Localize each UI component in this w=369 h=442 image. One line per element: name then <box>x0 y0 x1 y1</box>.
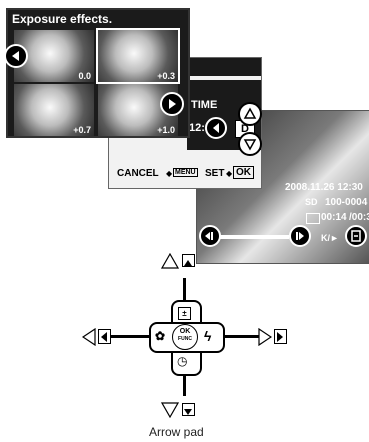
forward-icon <box>291 227 309 245</box>
menu-button[interactable] <box>345 225 367 247</box>
arrow-pad-diagram: ± ✿ ϟ ◷ OK FUNC <box>80 252 290 422</box>
thumb-value: +0.3 <box>157 71 175 81</box>
left-triangle-icon <box>82 328 96 346</box>
thumb-2[interactable]: +0.3 <box>98 30 178 82</box>
up-button[interactable] <box>238 102 262 126</box>
cancel-label: CANCEL <box>117 168 159 179</box>
exposure-title: Exposure effects. <box>12 12 112 26</box>
exposure-comp-icon: ± <box>178 307 191 320</box>
down-triangle-icon <box>240 134 260 154</box>
arrow-pad-caption: Arrow pad <box>149 425 204 439</box>
camera-icon <box>306 213 320 224</box>
left-key[interactable] <box>98 329 111 344</box>
right-triangle-icon <box>258 328 272 346</box>
forward-button[interactable] <box>289 225 311 247</box>
macro-icon: ✿ <box>155 329 165 343</box>
down-triangle-icon <box>161 402 179 418</box>
elapsed-time: 00:14 <box>321 212 347 223</box>
ok-func-button[interactable]: OK FUNC <box>172 324 198 350</box>
up-key[interactable] <box>182 254 195 267</box>
self-timer-icon: ◷ <box>177 354 187 368</box>
thumb-value: +0.7 <box>73 125 91 135</box>
file-tag: SD <box>305 197 318 207</box>
set-label: SET <box>205 168 224 179</box>
down-arrow-icon <box>183 407 193 417</box>
skip-icon: K/► <box>321 233 339 243</box>
total-time: /00:34 <box>349 212 369 223</box>
rewind-icon <box>201 227 219 245</box>
exposure-screen: Exposure effects. 0.0 +0.3 +0.7 +1.0 <box>6 8 190 138</box>
right-arrow-icon <box>275 331 285 343</box>
rewind-button[interactable] <box>199 225 221 247</box>
right-arrow-icon <box>162 94 182 114</box>
left-arrow-icon <box>207 119 225 137</box>
ok-label: OK <box>173 328 197 336</box>
thumb-3[interactable]: +0.7 <box>14 84 94 136</box>
exposure-right-button[interactable] <box>160 92 184 116</box>
up-arrow-icon <box>183 258 193 268</box>
down-button[interactable] <box>238 132 262 156</box>
playback-datetime: 2008.11.26 12:30 <box>285 182 363 193</box>
up-triangle-icon <box>161 253 179 269</box>
thumb-value: 0.0 <box>78 71 91 81</box>
thumb-value: +1.0 <box>157 125 175 135</box>
up-triangle-icon <box>240 104 260 124</box>
datetime-header-bar <box>187 58 261 76</box>
menu-key: MENU <box>173 168 198 177</box>
exposure-left-button[interactable] <box>4 44 28 68</box>
progress-bar[interactable] <box>219 235 289 239</box>
right-key[interactable] <box>274 329 287 344</box>
left-arrow-icon <box>6 46 26 66</box>
ok-key: OK <box>233 166 254 179</box>
menu-icon <box>347 227 365 245</box>
left-arrow-icon <box>99 331 109 343</box>
file-number: 100-0004 <box>325 197 367 208</box>
func-label: FUNC <box>173 336 197 343</box>
flash-icon: ϟ <box>204 328 211 344</box>
left-button[interactable] <box>205 117 227 139</box>
time-label: TIME <box>191 99 217 111</box>
down-key[interactable] <box>182 403 195 416</box>
